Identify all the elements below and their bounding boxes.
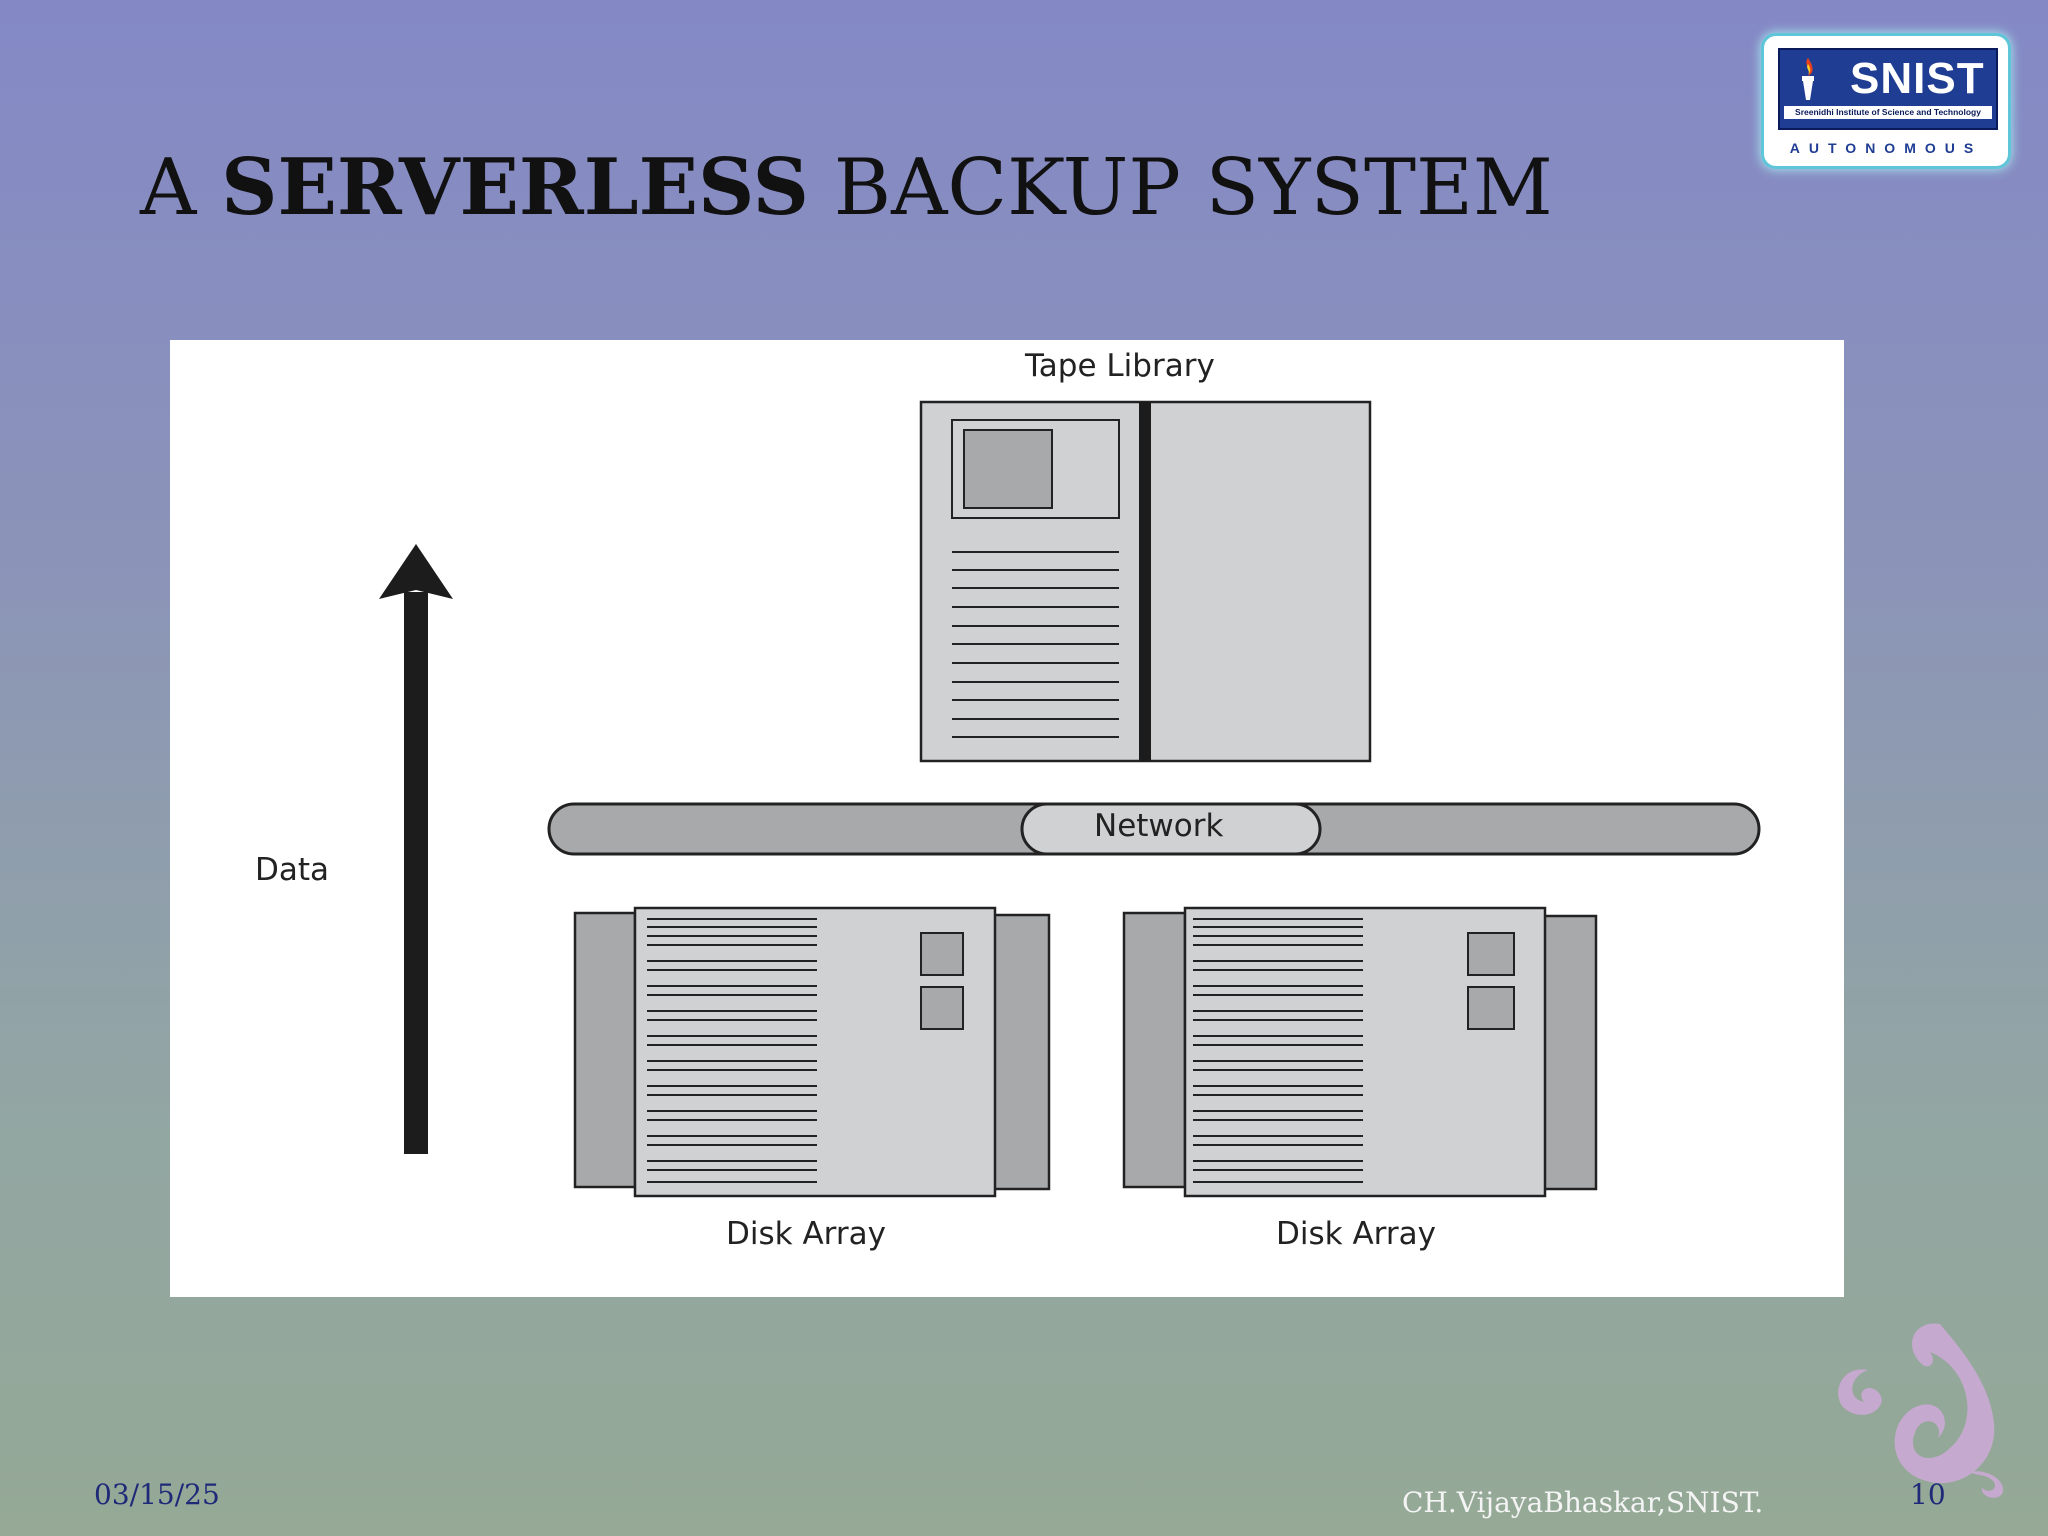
tape-library-label: Tape Library: [1025, 348, 1215, 384]
logo-subtitle: Sreenidhi Institute of Science and Techn…: [1784, 106, 1992, 119]
data-flow-arrow: [379, 544, 453, 1154]
network-bus: [547, 802, 1761, 856]
logo-tagline: AUTONOMOUS: [1789, 140, 1983, 156]
logo-banner: SNIST Sreenidhi Institute of Science and…: [1778, 48, 1998, 130]
tape-library-slots: [952, 551, 1119, 738]
torch-icon: [1802, 58, 1814, 100]
disk-array-1: [573, 906, 1051, 1198]
slide-date: 03/15/25: [94, 1478, 220, 1511]
snist-logo: SNIST Sreenidhi Institute of Science and…: [1764, 36, 2008, 166]
slide-page-number: 10: [1910, 1478, 1946, 1511]
logo-wordmark: SNIST: [1850, 54, 1985, 103]
slide-title: A SERVERLESS BACKUP SYSTEM: [140, 142, 1553, 233]
network-label: Network: [1094, 808, 1224, 844]
tape-library: [919, 400, 1372, 763]
disk-array-2: [1122, 906, 1598, 1198]
slide-author: CH.VijayaBhaskar,SNIST.: [1402, 1486, 1764, 1519]
title-suffix: BACKUP SYSTEM: [808, 143, 1553, 233]
serverless-backup-diagram: Tape Library Network Data Disk Array Dis…: [170, 340, 1844, 1297]
decorative-swirl-icon: [1838, 1323, 2004, 1498]
title-prefix: A: [140, 143, 222, 233]
disk-array-2-label: Disk Array: [1276, 1216, 1436, 1252]
disk-array-1-label: Disk Array: [726, 1216, 886, 1252]
data-label: Data: [255, 852, 330, 888]
title-bold: SERVERLESS: [221, 142, 809, 233]
diagram-canvas: [379, 400, 1761, 1198]
